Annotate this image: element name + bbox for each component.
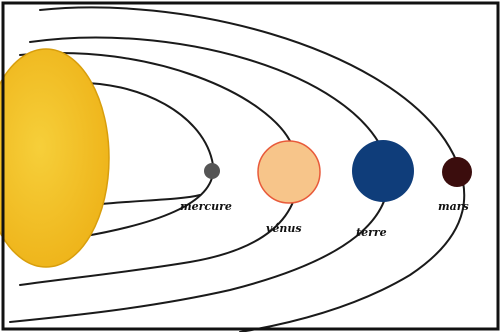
label-mars: mars — [438, 200, 469, 213]
label-venus: vénus — [266, 222, 302, 235]
label-terre: terre — [356, 226, 387, 239]
planet-mars — [442, 157, 472, 187]
planet-mercure — [204, 163, 220, 179]
label-mercure: mercure — [180, 200, 232, 213]
planet-venus — [258, 141, 320, 203]
planet-terre — [352, 140, 414, 202]
